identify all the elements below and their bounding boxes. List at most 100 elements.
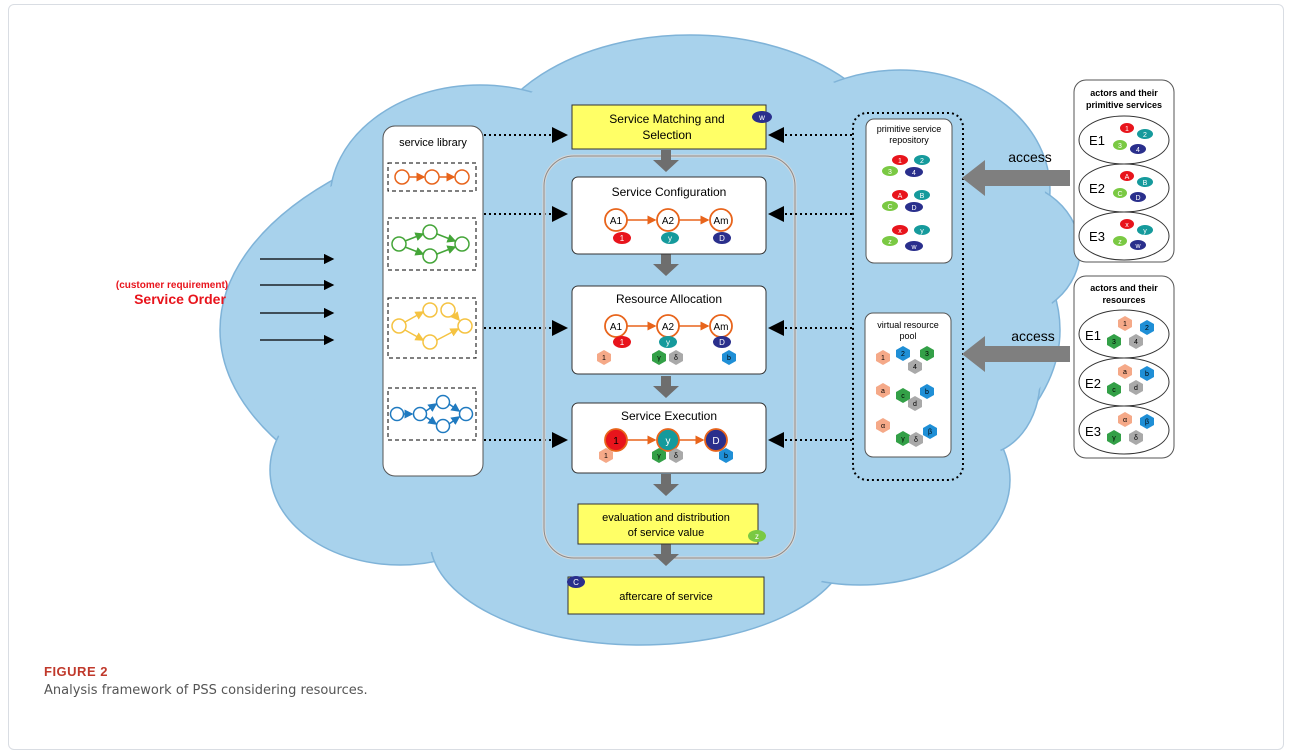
- matching-badge-label: w: [758, 113, 765, 122]
- exec-res-3: δ: [674, 453, 678, 460]
- repository-title-1: primitive service: [877, 124, 942, 134]
- exec-res-2: γ: [657, 453, 661, 460]
- pool-title-2: pool: [899, 331, 916, 341]
- repo-3-4: w: [910, 244, 917, 251]
- as-e1-1: 1: [1125, 126, 1129, 133]
- repo-1-2: 2: [920, 158, 924, 165]
- matching-badge: [752, 111, 772, 123]
- repo-1-3: 3: [888, 169, 892, 176]
- exec-node-3: D: [712, 436, 719, 447]
- repository-dotted-frame: [852, 112, 964, 481]
- order-arrows: [260, 253, 335, 346]
- repo-3-2: y: [920, 228, 924, 235]
- alloc-res-4: b: [727, 355, 731, 362]
- pool-hexagons: [876, 346, 937, 447]
- repository-connectors: [768, 127, 852, 448]
- figure-title: Analysis framework of PSS considering re…: [44, 683, 368, 698]
- ar-e2-1: a: [1123, 369, 1127, 376]
- library-flow-2: [387, 217, 477, 271]
- as-e3-1: x: [1125, 222, 1129, 229]
- actor-service-e1: E1: [1089, 133, 1105, 148]
- pool-1-2: 2: [901, 351, 905, 358]
- as-e2-3: C: [1117, 191, 1122, 198]
- access-arrows: [962, 160, 1070, 372]
- repository-title-2: repository: [889, 135, 929, 145]
- pool-title-1: virtual resource: [877, 320, 939, 330]
- ar-e2-3: c: [1112, 387, 1116, 394]
- alloc-res-2: γ: [657, 355, 661, 362]
- exec-hexagons: [599, 448, 733, 463]
- order-title: Service Order: [134, 291, 226, 307]
- pool-3-1: α: [881, 423, 885, 430]
- pool-1-3: 3: [925, 351, 929, 358]
- alloc-node-2: A2: [662, 322, 675, 333]
- as-e1-3: 3: [1118, 143, 1122, 150]
- evaluation-badge: z: [755, 532, 759, 541]
- config-node-1: A1: [610, 216, 623, 227]
- config-badge-1: 1: [620, 234, 625, 243]
- evaluation-box: [577, 503, 759, 545]
- ar-e3-4: δ: [1134, 435, 1138, 442]
- alloc-badge-1: 1: [620, 338, 625, 347]
- pool-3-2: β: [928, 429, 932, 436]
- as-e3-2: y: [1143, 228, 1147, 235]
- actors-resources-title-1: actors and their: [1090, 283, 1158, 293]
- actor-service-e2: E2: [1089, 181, 1105, 196]
- ar-e3-1: α: [1123, 417, 1127, 424]
- service-execution-title: Service Execution: [621, 409, 717, 423]
- ar-e1-1: 1: [1123, 321, 1127, 328]
- actor-res-e2: E2: [1085, 376, 1101, 391]
- alloc-badge-3: D: [719, 338, 725, 347]
- ar-e1-2: 2: [1145, 325, 1149, 332]
- service-matching-box: [571, 104, 767, 150]
- exec-node-2: y: [666, 436, 671, 447]
- pool-3-3: γ: [901, 436, 905, 443]
- actors-services-title-1: actors and their: [1090, 88, 1158, 98]
- alloc-hexagons: [597, 350, 736, 365]
- actor-service-e3: E3: [1089, 229, 1105, 244]
- order-note: (customer requirement): [116, 280, 228, 291]
- resource-allocation-title: Resource Allocation: [616, 292, 722, 306]
- config-node-3: Am: [714, 216, 729, 227]
- repo-2-1: A: [898, 193, 903, 200]
- evaluation-line2: of service value: [628, 527, 704, 539]
- as-e1-2: 2: [1143, 132, 1147, 139]
- as-e2-2: B: [1143, 180, 1148, 187]
- figure-label: FIGURE 2: [44, 664, 108, 679]
- ar-e3-2: β: [1145, 419, 1149, 426]
- primitive-service-repository: [865, 118, 953, 264]
- actors-resources-title-2: resources: [1102, 295, 1145, 305]
- service-configuration-title: Service Configuration: [612, 185, 727, 199]
- library-flow-3: [387, 297, 477, 359]
- framework-diagram: (customer requirement) Service Order ser…: [116, 34, 1175, 646]
- access-label-top: access: [1008, 149, 1052, 165]
- library-connectors: [484, 127, 568, 448]
- ar-e1-4: 4: [1134, 339, 1138, 346]
- flow-down-arrows: [653, 150, 679, 566]
- as-e2-4: D: [1135, 195, 1140, 202]
- actor-res-e1: E1: [1085, 328, 1101, 343]
- repo-2-2: B: [920, 193, 925, 200]
- alloc-node-3: Am: [714, 322, 729, 333]
- alloc-res-3: δ: [674, 355, 678, 362]
- config-badge-2: y: [668, 234, 672, 243]
- alloc-res-1: 1: [602, 355, 606, 362]
- ar-e1-3: 3: [1112, 339, 1116, 346]
- as-e3-3: z: [1118, 239, 1122, 246]
- ar-e2-2: b: [1145, 371, 1149, 378]
- ar-e3-3: γ: [1112, 435, 1116, 442]
- repo-3-3: z: [888, 239, 892, 246]
- pool-1-1: 1: [881, 355, 885, 362]
- actor-res-hexagons: [1107, 316, 1154, 445]
- actor-service-ellipses: [1113, 123, 1153, 250]
- ar-e2-4: d: [1134, 385, 1138, 392]
- config-badge-3: D: [719, 234, 725, 243]
- repo-2-3: C: [887, 204, 892, 211]
- configuration-nodes: [604, 208, 733, 232]
- repo-2-4: D: [911, 205, 916, 212]
- exec-res-4: b: [724, 453, 728, 460]
- evaluation-line1: evaluation and distribution: [602, 512, 730, 524]
- pool-2-4: d: [913, 401, 917, 408]
- service-library-title: service library: [399, 137, 467, 149]
